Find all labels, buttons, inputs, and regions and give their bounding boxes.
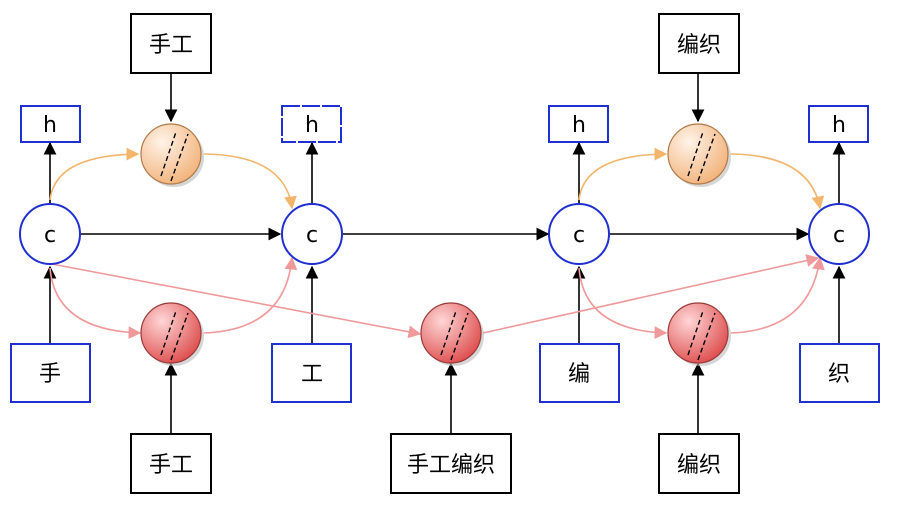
orange-link-in-1 <box>49 147 140 201</box>
red-link-out-2 <box>730 256 825 334</box>
red-link-in-long <box>51 263 422 339</box>
orange-link-in-2 <box>578 147 668 201</box>
orange-link-out-2 <box>730 153 825 210</box>
char-cell-1: c <box>19 203 81 265</box>
red-link-out-long <box>482 254 820 334</box>
orange-link-out-1 <box>203 153 297 210</box>
hidden-label: h <box>832 113 846 138</box>
word-input-label: 编织 <box>677 33 721 58</box>
char-input-label: 工 <box>301 362 323 387</box>
char-input-label: 手 <box>39 362 61 387</box>
hidden-label: h <box>572 113 586 138</box>
word-input-bottom-2: 手工编织 <box>390 433 512 494</box>
red-link-in-1 <box>49 267 142 339</box>
char-input-2: 工 <box>271 343 352 403</box>
char-cell-4: c <box>808 203 870 265</box>
cell-label: c <box>573 223 585 248</box>
word-cell-red-3 <box>667 302 731 366</box>
char-cell-2: c <box>281 203 343 265</box>
cell-label: c <box>44 223 56 248</box>
char-cell-3: c <box>548 203 610 265</box>
cell-label: c <box>306 223 318 248</box>
word-input-top-2: 编织 <box>658 13 740 74</box>
cell-label: c <box>833 223 845 248</box>
word-input-top-1: 手工 <box>130 13 212 74</box>
hidden-box-2: h <box>281 105 342 143</box>
hidden-box-1: h <box>20 105 81 143</box>
char-input-1: 手 <box>10 343 91 403</box>
char-input-4: 织 <box>799 343 880 403</box>
word-input-label: 编织 <box>677 453 721 478</box>
char-input-label: 织 <box>828 362 850 387</box>
word-cell-orange-2 <box>667 123 731 187</box>
word-cell-orange-1 <box>140 123 204 187</box>
word-input-label: 手工编织 <box>407 453 495 478</box>
hidden-box-4: h <box>808 105 869 143</box>
word-input-label: 手工 <box>149 453 193 478</box>
word-input-bottom-3: 编织 <box>658 433 740 494</box>
hidden-label: h <box>305 113 319 138</box>
red-link-out-1 <box>203 256 298 334</box>
hidden-box-3: h <box>548 105 609 143</box>
red-link-in-2 <box>578 267 668 339</box>
word-input-label: 手工 <box>149 33 193 58</box>
word-cell-red-2 <box>420 302 484 366</box>
word-input-bottom-1: 手工 <box>130 433 212 494</box>
word-cell-red-1 <box>140 302 204 366</box>
char-input-label: 编 <box>568 362 590 387</box>
char-input-3: 编 <box>539 343 620 403</box>
hidden-label: h <box>43 113 57 138</box>
